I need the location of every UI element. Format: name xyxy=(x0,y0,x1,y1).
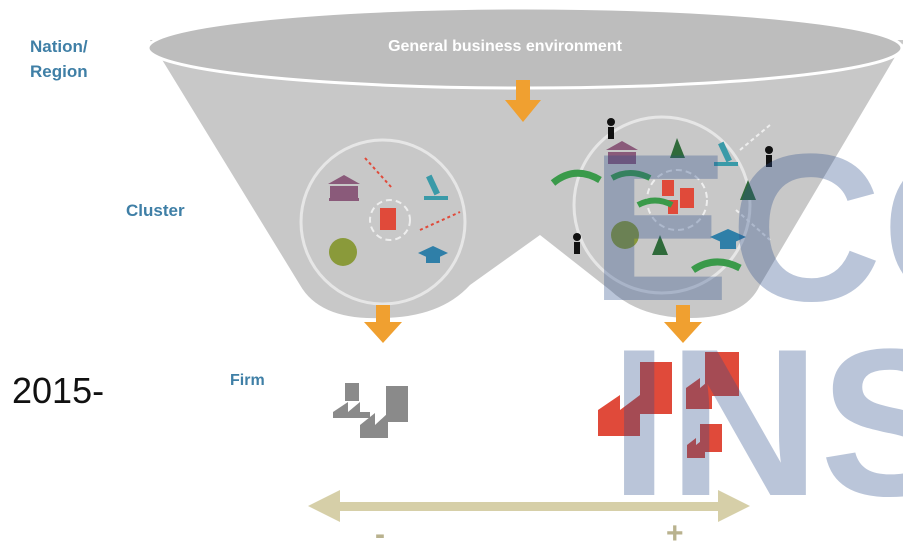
microscope-icon xyxy=(424,174,448,200)
money-bag-icon xyxy=(611,221,639,249)
watermark-bottom-text: INS xyxy=(610,305,903,540)
graduation-cap-icon xyxy=(710,229,746,249)
cluster-label: Cluster xyxy=(126,201,185,220)
bank-icon xyxy=(328,175,360,201)
firm-label: Firm xyxy=(230,372,265,389)
year-label: 2015- xyxy=(12,370,105,411)
bridge-icon xyxy=(636,197,674,208)
worker-icon xyxy=(652,138,756,255)
bank-icon xyxy=(606,141,638,164)
watermark: ECO INS xyxy=(590,110,903,540)
watermark-top-text: ECO xyxy=(590,110,903,345)
nation-label: Nation/ xyxy=(30,37,88,56)
strong-cluster xyxy=(550,115,773,295)
arrow-down-icon xyxy=(505,80,541,122)
factory-icon-gray xyxy=(333,383,408,438)
minus-label: - xyxy=(375,518,385,551)
arrow-down-icon xyxy=(664,305,702,343)
microscope-icon xyxy=(714,141,738,166)
pedestrian-icon xyxy=(573,118,773,254)
factory-icon-red xyxy=(598,352,739,458)
plus-label: + xyxy=(666,517,684,550)
bridge-icon xyxy=(610,170,652,181)
graduation-cap-icon xyxy=(418,246,448,263)
arrow-down-icon xyxy=(364,305,402,343)
region-label: Region xyxy=(30,62,88,81)
bridge-icon xyxy=(691,258,742,273)
environment-label: General business environment xyxy=(388,38,622,55)
nation-region-label: Nation/ Region xyxy=(30,34,88,84)
bridge-icon xyxy=(550,169,602,186)
axis-arrow xyxy=(308,490,750,522)
weak-cluster xyxy=(299,138,467,306)
money-bag-icon xyxy=(329,238,357,266)
